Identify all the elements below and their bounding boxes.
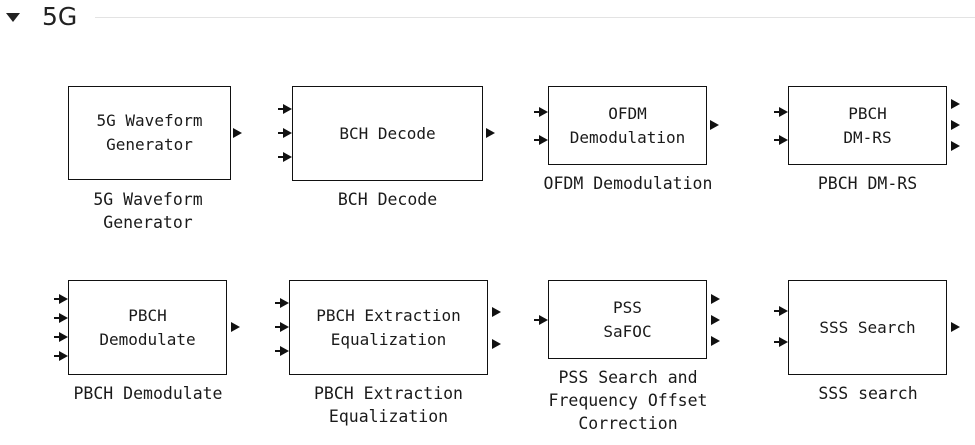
block-caption: SSS search [818,384,918,403]
block-box[interactable]: PBCH Extraction Equalization [289,280,488,375]
block-caption: PBCH Extraction Equalization [313,384,463,426]
output-port-icon [492,339,501,349]
output-port-icon [711,315,720,325]
input-port-icon [54,332,68,342]
output-port-icon [951,141,960,151]
block-caption: PBCH DM-RS [817,174,918,193]
section-title: 5G [42,2,78,31]
block-box[interactable]: OFDM Demodulation [548,86,707,165]
section-header: 5G [0,0,975,36]
input-port-icon [774,306,788,316]
output-port-icon [233,128,242,138]
input-port-icon [54,351,68,361]
block-caption: PBCH Demodulate [73,384,223,403]
output-port-icon [711,294,720,304]
input-port-icon [275,322,289,332]
block-box[interactable]: BCH Decode [292,86,483,181]
input-port-icon [275,346,289,356]
input-port-icon [54,313,68,323]
output-port-icon [951,99,960,109]
input-port-icon [54,294,68,304]
block-box[interactable]: PBCH DM-RS [788,86,947,165]
input-port-icon [278,104,292,114]
output-port-icon [951,322,960,332]
input-port-icon [774,107,788,117]
block-caption: 5G Waveform Generator [93,190,203,232]
output-port-icon [710,120,719,130]
input-port-icon [275,298,289,308]
output-port-icon [486,128,495,138]
block-box[interactable]: PBCH Demodulate [68,280,227,375]
input-port-icon [534,315,548,325]
input-port-icon [774,337,788,347]
block-box[interactable]: PSS SaFOC [548,280,707,359]
output-port-icon [951,120,960,130]
output-port-icon [711,336,720,346]
block-box[interactable]: 5G Waveform Generator [68,86,231,180]
input-port-icon [774,135,788,145]
input-port-icon [534,107,548,117]
block-caption: PSS Search and Frequency Offset Correcti… [548,368,708,433]
collapse-toggle-icon[interactable] [6,13,20,22]
block-caption: BCH Decode [337,190,438,209]
input-port-icon [278,128,292,138]
output-port-icon [492,307,501,317]
block-box[interactable]: SSS Search [788,280,947,375]
input-port-icon [278,152,292,162]
header-divider [95,17,975,18]
output-port-icon [231,322,240,332]
input-port-icon [534,135,548,145]
block-caption: OFDM Demodulation [543,174,713,193]
